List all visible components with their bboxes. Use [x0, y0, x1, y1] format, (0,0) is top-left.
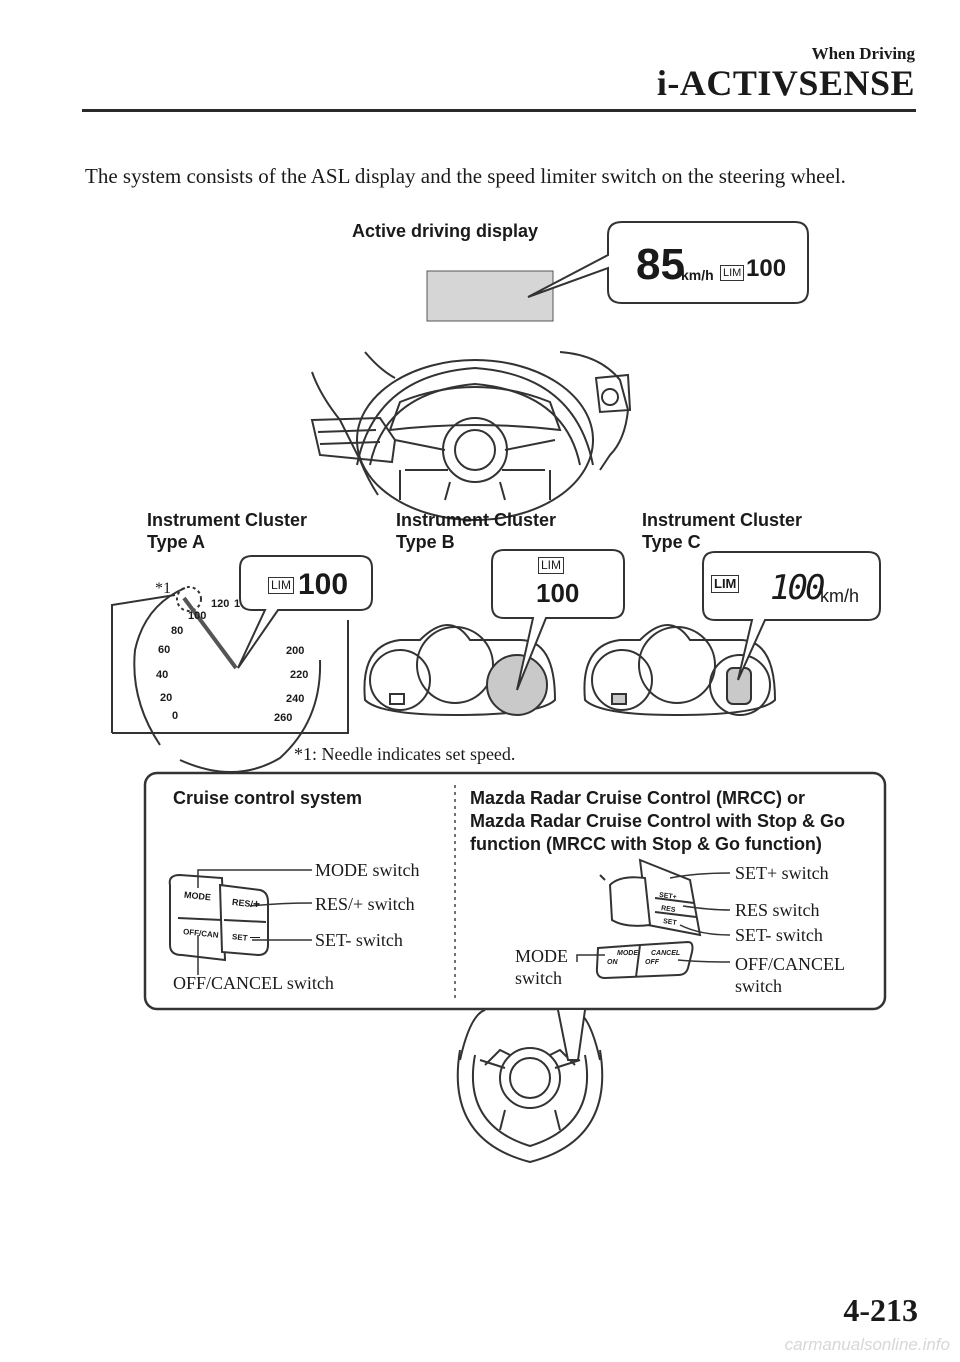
wheel-pointer	[557, 1009, 586, 1061]
mrcc-button-on: ON	[607, 959, 618, 966]
cluster-b-title: Instrument Cluster Type B	[396, 509, 556, 553]
cluster-c-unit: km/h	[820, 586, 860, 606]
cluster-b-title-line1: Instrument Cluster	[396, 510, 557, 530]
active-display-speed: 85	[636, 240, 685, 289]
cruise-control-title: Cruise control system	[173, 788, 363, 808]
off-cancel-switch-label: OFF/CANCEL switch	[173, 973, 334, 993]
cluster-b-illustration	[363, 624, 557, 717]
active-display-label: Active driving display	[352, 221, 539, 241]
speedo-tick: 200	[286, 645, 305, 657]
header-divider	[82, 109, 916, 112]
set-minus-switch-label: SET- switch	[315, 930, 403, 950]
cluster-b-callout	[491, 549, 625, 691]
dashboard-illustration	[310, 351, 632, 521]
speedo-tick: 80	[171, 625, 184, 637]
cruise-button-plus: +	[253, 897, 261, 911]
cruise-button-res: RES/	[231, 896, 254, 910]
speedo-tick: 20	[160, 692, 173, 704]
cluster-a-value: 100	[298, 568, 349, 601]
page-number: 4-213	[843, 1292, 918, 1328]
cluster-a-title: Instrument Cluster Type A	[147, 509, 307, 553]
active-display-callout	[527, 221, 809, 304]
cluster-c-callout	[702, 551, 881, 681]
cluster-b-lim-badge: LIM	[538, 557, 565, 574]
chapter-title: i-ACTIVSENSE	[656, 63, 915, 103]
res-switch-label: RES/+ switch	[315, 894, 415, 914]
mrcc-button-cancel: CANCEL	[651, 950, 681, 957]
mrcc-mode-label-line1: MODE	[515, 946, 568, 966]
active-display-limit: 100	[746, 255, 787, 282]
cluster-c-lim-badge: LIM	[711, 575, 740, 593]
lower-steering-wheel	[456, 1009, 604, 1164]
cluster-c-title-line2: Type C	[642, 532, 701, 552]
speedo-tick: 0	[172, 710, 179, 722]
intro-paragraph: The system consists of the ASL display a…	[85, 164, 846, 188]
mode-switch-label: MODE switch	[315, 860, 420, 880]
mrcc-off-cancel-label-line2: switch	[735, 976, 782, 996]
active-display-lim-badge: LIM	[720, 265, 745, 281]
mrcc-title-line: Mazda Radar Cruise Control with Stop & G…	[470, 811, 846, 831]
cluster-c-title-line1: Instrument Cluster	[642, 510, 803, 530]
footer-watermark-url: carmanualsonline.info	[784, 1335, 950, 1354]
speedo-tick: 220	[290, 669, 309, 681]
mrcc-button-mode: MODE	[617, 950, 638, 957]
mrcc-title-line: Mazda Radar Cruise Control (MRCC) or	[470, 788, 806, 808]
speedometer-illustration	[111, 586, 349, 773]
active-display-unit: km/h	[681, 267, 714, 283]
cruise-button-set: SET	[231, 932, 248, 943]
mrcc-callout-lines	[576, 872, 731, 963]
mrcc-title-line: function (MRCC with Stop & Go function)	[470, 834, 822, 854]
mrcc-mode-label: MODE switch	[515, 945, 568, 989]
mrcc-res-label: RES switch	[735, 900, 820, 920]
cruise-button-minus: —	[250, 932, 260, 943]
speedometer-needle	[182, 596, 238, 670]
section-label: When Driving	[811, 44, 915, 63]
mrcc-mode-label-line2: switch	[515, 968, 562, 988]
mrcc-off-cancel-label: OFF/CANCEL switch	[735, 953, 845, 997]
cluster-c-illustration	[583, 624, 777, 717]
footnote-marker: *1	[155, 580, 171, 597]
speedo-tick: 1	[234, 598, 241, 610]
cruise-callout-lines	[197, 869, 313, 975]
cluster-a-title-line1: Instrument Cluster	[147, 510, 308, 530]
cluster-b-value: 100	[536, 578, 580, 608]
speedo-tick: 60	[158, 644, 171, 656]
mrcc-set-minus-label: SET- switch	[735, 925, 823, 945]
switch-panel-box	[143, 771, 887, 1011]
cluster-a-lim-badge: LIM	[268, 577, 295, 594]
mrcc-title: Mazda Radar Cruise Control (MRCC) or Maz…	[470, 787, 845, 856]
mrcc-set-plus-label: SET+ switch	[735, 863, 829, 883]
speedo-tick: 100	[188, 610, 207, 622]
cluster-c-title: Instrument Cluster Type C	[642, 509, 802, 553]
cluster-b-title-line2: Type B	[396, 532, 455, 552]
mrcc-switch-illustration	[595, 858, 702, 980]
speedo-tick: 40	[156, 669, 169, 681]
speedo-tick: 260	[274, 712, 293, 724]
cluster-a-callout	[237, 555, 373, 669]
speedo-tick: 120	[211, 598, 230, 610]
footnote-text: *1: Needle indicates set speed.	[294, 744, 516, 764]
mrcc-button-off: OFF	[645, 959, 659, 966]
cluster-c-value: 100	[770, 568, 825, 608]
speedo-tick: 240	[286, 693, 305, 705]
mrcc-off-cancel-label-line1: OFF/CANCEL	[735, 954, 846, 974]
cluster-a-title-line2: Type A	[147, 532, 206, 552]
cruise-switch-illustration	[168, 873, 269, 962]
